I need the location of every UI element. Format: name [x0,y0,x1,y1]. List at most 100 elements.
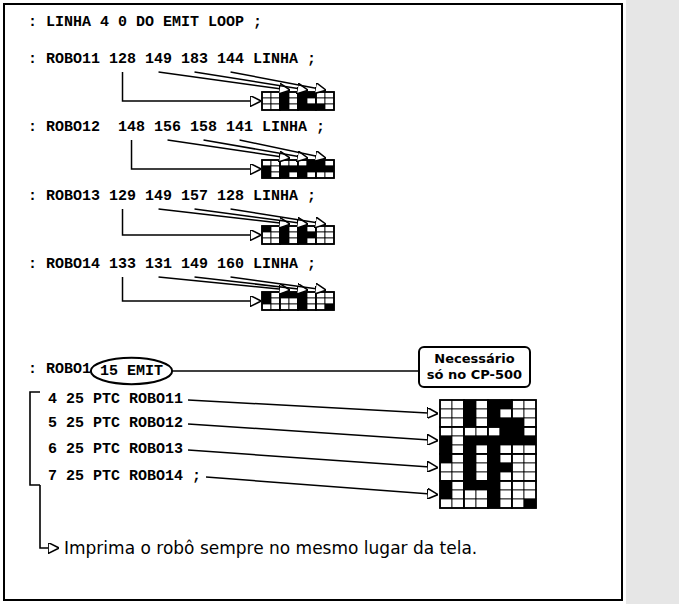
cell-border [488,481,512,508]
pixel [452,463,464,472]
pixel [289,298,298,304]
pixel [440,400,452,409]
pixel [262,98,271,104]
pixel [271,98,280,104]
cell-border [440,427,464,454]
pixel [488,418,500,427]
pixel [289,232,298,238]
page-margin [626,0,679,604]
code-line: 7 25 PTC ROBO14 ; [48,468,201,486]
pixel [440,472,452,481]
pixel [512,472,524,481]
pixel [452,445,464,454]
pixel [440,454,452,463]
pixel [271,232,280,238]
highlight-ellipse: 15 EMIT [90,357,173,385]
leader-arrow [231,209,325,224]
cell-border [440,454,464,481]
pixel [488,499,500,508]
pixel [307,166,316,172]
pixel [307,92,316,98]
pixel [262,232,271,238]
pixel [500,490,512,499]
cell-border [512,427,536,454]
pixel [464,418,476,427]
cell-border [262,226,280,244]
pixel [452,481,464,490]
pixel [271,92,280,98]
code-line: : LINHA 4 0 DO EMIT LOOP ; [28,14,262,32]
pixel [488,472,500,481]
pixel [271,298,280,304]
pixel [476,436,488,445]
pixel [289,92,298,98]
code-line: 4 25 PTC ROBO11 [48,391,183,409]
pixel [316,104,325,110]
pixel [307,104,316,110]
pixel [298,298,307,304]
pixel [440,418,452,427]
code-line: : ROBO13 129 149 157 128 LINHA ; [28,188,316,206]
pixel [476,463,488,472]
pixel [488,463,500,472]
pixel [452,454,464,463]
pixel [524,427,536,436]
pixel [512,400,524,409]
cell-border [280,92,298,110]
pixel [512,436,524,445]
pixel [476,400,488,409]
cell-border [464,454,488,481]
cell-border [440,400,464,427]
pixel [289,98,298,104]
pixel [440,490,452,499]
cell-border [488,454,512,481]
pixel [280,232,289,238]
leader-arrow [231,72,325,90]
cell-border [464,427,488,454]
code-line: : ROBO11 128 149 183 144 LINHA ; [28,51,316,69]
pixel [452,499,464,508]
pixel [476,472,488,481]
callout-box: Necessário só no CP-500 [418,346,531,388]
code-line: 5 25 PTC ROBO12 [48,415,183,433]
pixel [280,298,289,304]
cell-border [464,481,488,508]
pixel [512,445,524,454]
pixel [512,463,524,472]
code-line: : ROBO12 148 156 158 141 LINHA ; [28,119,325,137]
pixel [488,427,500,436]
cell-border [280,226,298,244]
cell-border [316,160,334,178]
cell-border [298,226,316,244]
pixel [464,400,476,409]
leader-arrow [168,140,289,158]
code-text: 15 EMIT [100,363,163,380]
pixel [464,436,476,445]
leader-arrow [195,209,307,224]
cell-border [298,292,316,310]
pixel [488,445,500,454]
pixel [512,418,524,427]
pixel [500,436,512,445]
cell-border [262,292,280,310]
cell-border [464,400,488,427]
cell-border [262,160,280,178]
cell-border [316,292,334,310]
frame-border [4,4,622,600]
pixel [452,490,464,499]
pixel [476,409,488,418]
pixel [452,400,464,409]
cell-border [298,92,316,110]
pixel-grid [262,92,334,110]
leader-arrow [188,424,437,441]
pixel [440,499,452,508]
pixel [325,104,334,110]
pixel [524,490,536,499]
pixel [464,463,476,472]
leader-arrow [159,72,289,90]
pixel [476,499,488,508]
bracket-arrow [40,485,58,548]
pixel [512,481,524,490]
pixel [524,409,536,418]
